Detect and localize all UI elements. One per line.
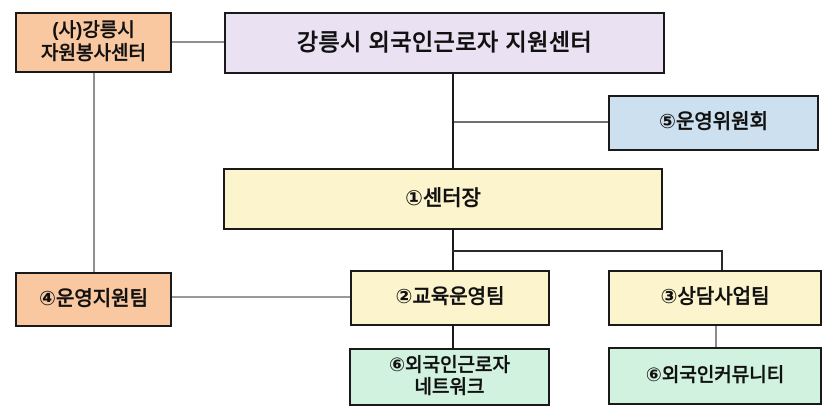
connector-fork-counseling [721, 251, 723, 270]
connector-title-director [452, 74, 454, 168]
node-foreign-worker-network: ⑥외국인근로자 네트워크 [349, 348, 550, 406]
connector-counseling-community [715, 326, 717, 347]
node-steering-committee: ⑤운영위원회 [608, 95, 819, 151]
connector-volunteer-title [172, 41, 224, 43]
node-operation-support-team: ④운영지원팀 [15, 272, 172, 327]
connector-support-education [172, 296, 350, 298]
connector-title-steering [454, 121, 608, 123]
node-foreign-community: ⑥외국인커뮤니티 [608, 347, 822, 405]
node-center-director: ①센터장 [223, 168, 663, 230]
node-education-operation-team: ②교육운영팀 [350, 270, 550, 326]
connector-volunteer-support [93, 73, 95, 272]
node-counseling-business-team: ③상담사업팀 [608, 270, 822, 326]
connector-education-network [452, 326, 454, 348]
node-main-title: 강릉시 외국인근로자 지원센터 [224, 12, 665, 74]
node-volunteer-center: (사)강릉시 자원봉사센터 [15, 12, 172, 73]
connector-director-fork [452, 250, 723, 252]
